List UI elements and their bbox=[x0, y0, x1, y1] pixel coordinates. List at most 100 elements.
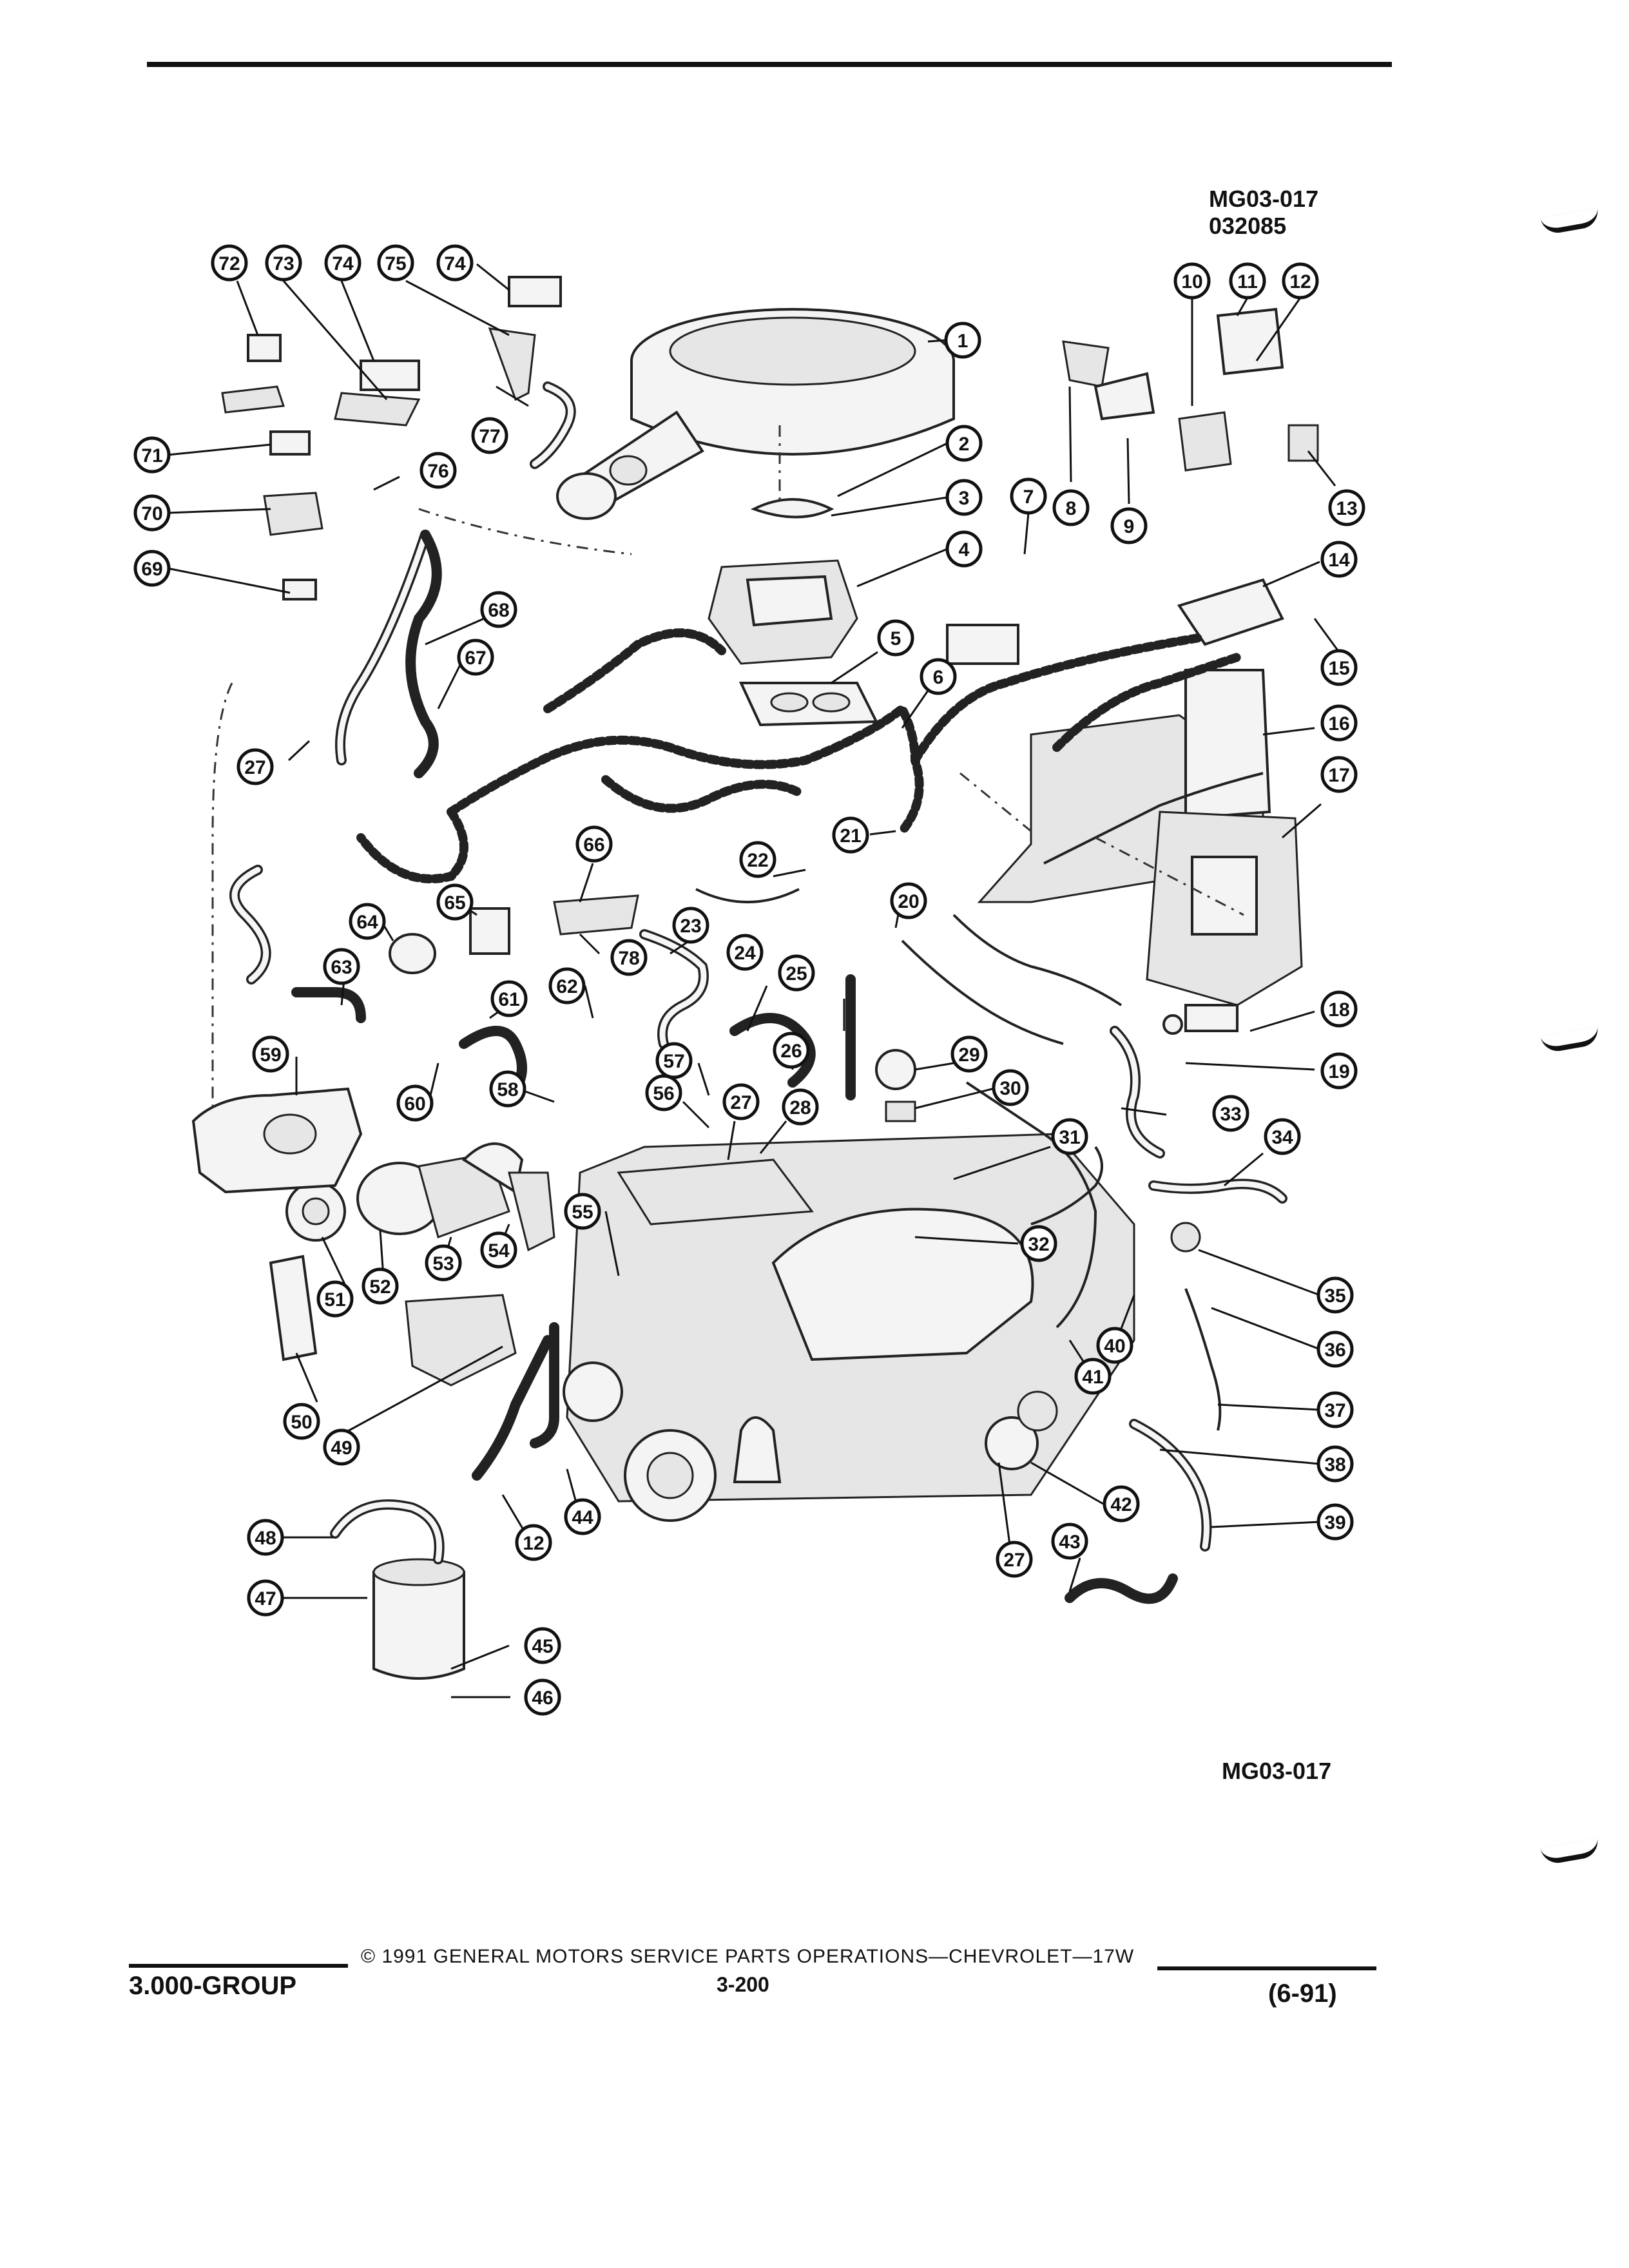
callout-27: 27 bbox=[722, 1083, 760, 1120]
callout-label: 17 bbox=[1328, 765, 1349, 786]
callout-label: 53 bbox=[432, 1253, 454, 1274]
callout-51: 51 bbox=[316, 1280, 354, 1318]
callout-27b: 27 bbox=[236, 748, 274, 785]
callout-75: 75 bbox=[377, 244, 414, 282]
callout-label: 74 bbox=[444, 253, 466, 274]
callout-label: 26 bbox=[780, 1041, 802, 1062]
callout-64: 64 bbox=[349, 903, 386, 940]
callout-7: 7 bbox=[1010, 477, 1047, 515]
callout-label: 57 bbox=[663, 1051, 684, 1072]
callout-31: 31 bbox=[1051, 1118, 1088, 1155]
leader-lines bbox=[167, 263, 1340, 1698]
callout-16: 16 bbox=[1320, 704, 1358, 742]
callout-label: 55 bbox=[572, 1202, 593, 1223]
callout-56: 56 bbox=[645, 1074, 682, 1111]
callout-label: 44 bbox=[572, 1507, 593, 1528]
callout-label: 7 bbox=[1023, 486, 1034, 508]
callout-label: 54 bbox=[488, 1240, 510, 1262]
callout-8: 8 bbox=[1052, 489, 1090, 526]
callout-label: 58 bbox=[497, 1079, 518, 1100]
callout-label: 24 bbox=[734, 943, 756, 964]
callout-28: 28 bbox=[782, 1088, 819, 1126]
callout-73: 73 bbox=[265, 244, 302, 282]
callout-label: 41 bbox=[1082, 1367, 1103, 1388]
callout-4: 4 bbox=[945, 530, 983, 568]
diagram-artwork bbox=[191, 276, 1319, 1680]
callout-12b: 12 bbox=[515, 1524, 552, 1561]
callout-label: 66 bbox=[583, 834, 604, 856]
callout-label: 11 bbox=[1237, 271, 1258, 293]
callout-62: 62 bbox=[548, 967, 586, 1004]
callout-23: 23 bbox=[672, 907, 709, 944]
callout-label: 19 bbox=[1328, 1061, 1349, 1082]
callout-21: 21 bbox=[832, 816, 869, 854]
callout-label: 68 bbox=[488, 600, 509, 621]
figure-date: 032085 bbox=[1209, 213, 1287, 239]
callout-39: 39 bbox=[1316, 1503, 1354, 1541]
callout-36: 36 bbox=[1316, 1331, 1354, 1368]
callout-label: 50 bbox=[291, 1412, 312, 1433]
group-label: 3.000-GROUP bbox=[129, 1972, 297, 2000]
callout-59: 59 bbox=[252, 1035, 289, 1073]
callout-2: 2 bbox=[945, 425, 983, 462]
callout-label: 5 bbox=[891, 628, 901, 649]
callout-67: 67 bbox=[457, 639, 494, 676]
callout-11: 11 bbox=[1229, 262, 1266, 300]
callout-label: 35 bbox=[1324, 1285, 1345, 1307]
callout-65: 65 bbox=[436, 883, 474, 921]
callout-41: 41 bbox=[1074, 1358, 1112, 1395]
callout-label: 56 bbox=[653, 1083, 674, 1104]
callout-label: 33 bbox=[1220, 1104, 1241, 1125]
callout-46: 46 bbox=[524, 1678, 561, 1716]
callout-47: 47 bbox=[247, 1579, 284, 1617]
callout-label: 29 bbox=[958, 1044, 979, 1066]
callout-13: 13 bbox=[1328, 489, 1365, 526]
callout-label: 22 bbox=[747, 850, 768, 871]
callout-74b: 74 bbox=[436, 244, 474, 282]
callout-label: 40 bbox=[1104, 1336, 1125, 1357]
callout-72: 72 bbox=[211, 244, 248, 282]
callout-3: 3 bbox=[945, 479, 983, 516]
callout-32: 32 bbox=[1020, 1225, 1057, 1262]
callout-label: 76 bbox=[427, 461, 448, 482]
callout-label: 18 bbox=[1328, 999, 1349, 1021]
callout-1: 1 bbox=[944, 322, 981, 359]
callout-57: 57 bbox=[655, 1042, 693, 1079]
callout-label: 12 bbox=[523, 1533, 544, 1554]
callout-label: 23 bbox=[680, 916, 701, 937]
callout-29: 29 bbox=[950, 1035, 988, 1073]
callout-label: 15 bbox=[1328, 658, 1349, 679]
callout-10: 10 bbox=[1173, 262, 1211, 300]
callout-40: 40 bbox=[1096, 1327, 1133, 1364]
callout-label: 45 bbox=[532, 1636, 553, 1657]
callout-label: 78 bbox=[618, 948, 639, 969]
callout-38: 38 bbox=[1316, 1445, 1354, 1483]
callout-24: 24 bbox=[726, 934, 764, 971]
callout-label: 73 bbox=[273, 253, 294, 274]
callout-77: 77 bbox=[471, 417, 508, 454]
callout-label: 69 bbox=[141, 559, 162, 580]
callout-15: 15 bbox=[1320, 649, 1358, 686]
callout-26: 26 bbox=[773, 1032, 810, 1069]
callout-label: 71 bbox=[141, 445, 162, 466]
callout-60: 60 bbox=[396, 1084, 434, 1122]
callout-19: 19 bbox=[1320, 1052, 1358, 1090]
figure-ref-bottom: MG03-017 bbox=[1222, 1758, 1332, 1784]
callout-label: 43 bbox=[1059, 1532, 1080, 1553]
callout-label: 34 bbox=[1271, 1127, 1293, 1148]
callout-label: 75 bbox=[385, 253, 406, 274]
callout-33: 33 bbox=[1212, 1095, 1249, 1132]
callout-label: 27 bbox=[244, 757, 265, 778]
callout-61: 61 bbox=[490, 980, 528, 1017]
callout-53: 53 bbox=[425, 1244, 462, 1282]
callout-label: 14 bbox=[1328, 550, 1350, 571]
callout-74a: 74 bbox=[324, 244, 361, 282]
callout-20: 20 bbox=[890, 882, 927, 919]
callout-78: 78 bbox=[610, 939, 648, 976]
callout-54: 54 bbox=[480, 1231, 517, 1269]
copyright-line: © 1991 GENERAL MOTORS SERVICE PARTS OPER… bbox=[361, 1946, 1135, 1967]
callout-label: 28 bbox=[789, 1097, 811, 1119]
callout-14: 14 bbox=[1320, 541, 1358, 578]
callout-44: 44 bbox=[564, 1498, 601, 1535]
